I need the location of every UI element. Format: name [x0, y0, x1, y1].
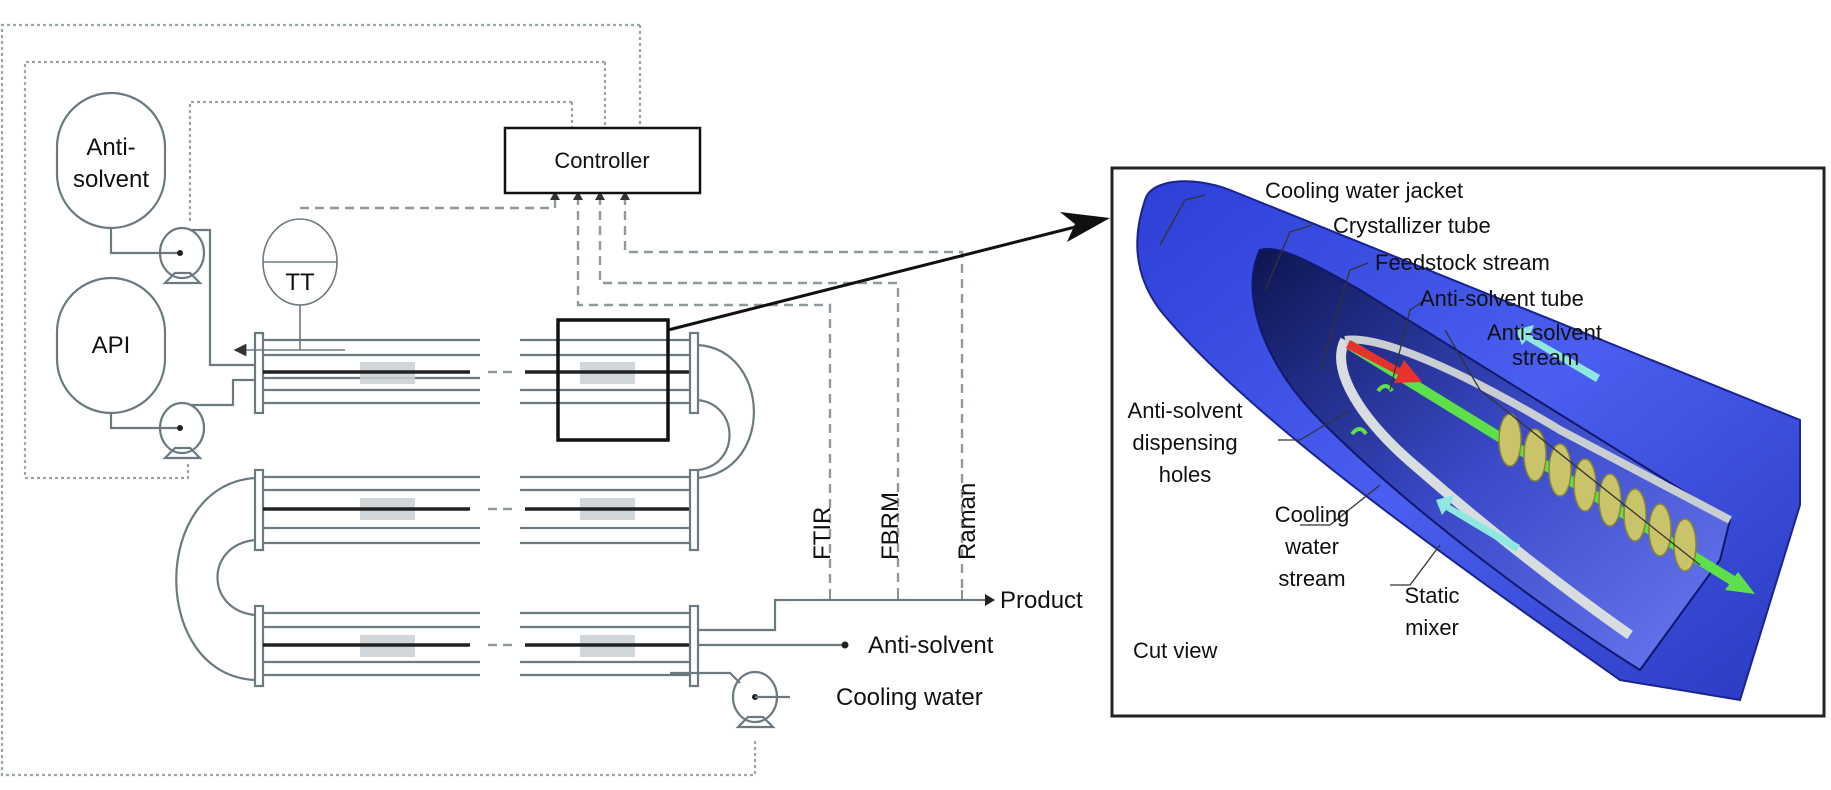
leader-lines — [1159, 194, 1701, 586]
label-cooling-water-stream-2: water — [1284, 534, 1339, 559]
crystallizer-tubes — [175, 331, 755, 688]
controller-input-arrows — [550, 191, 630, 200]
antisolvent-vessel-label-1: Anti- — [86, 134, 135, 161]
outlet-cooling-water: Cooling water — [836, 684, 983, 711]
outlet-lines — [670, 590, 995, 729]
tube-row-2 — [253, 468, 700, 552]
label-dispensing-holes-3: holes — [1159, 462, 1212, 487]
zoom-highlight-box — [556, 318, 670, 442]
analyzer-ftir: FTIR — [809, 507, 836, 560]
label-cooling-water-stream-3: stream — [1278, 566, 1345, 591]
label-static-mixer-1: Static — [1404, 583, 1459, 608]
tube-row-1 — [253, 331, 700, 415]
tube-row-3 — [253, 604, 700, 688]
controller-block: Controller — [503, 126, 702, 195]
analyzer-raman: Raman — [954, 483, 981, 560]
controller-label: Controller — [554, 148, 649, 173]
outlet-product: Product — [1000, 587, 1083, 614]
antisolvent-vessel: Anti- solvent — [55, 91, 167, 230]
api-vessel: API — [55, 276, 167, 415]
zoom-arrow — [667, 212, 1110, 332]
antisolvent-pump — [109, 226, 255, 367]
analyzer-fbrm: FBRM — [877, 492, 904, 560]
antisolvent-vessel-label-2: solvent — [73, 166, 149, 193]
label-antisolvent-stream-1: Anti-solvent — [1487, 320, 1602, 345]
api-vessel-label: API — [92, 332, 131, 359]
outlet-antisolvent: Anti-solvent — [868, 632, 994, 659]
cut-view-title: Cut view — [1133, 638, 1217, 663]
label-crystallizer-tube: Crystallizer tube — [1333, 213, 1491, 238]
label-dispensing-holes-2: dispensing — [1132, 430, 1237, 455]
api-pump — [109, 378, 255, 460]
label-feedstock-stream: Feedstock stream — [1375, 250, 1550, 275]
label-dispensing-holes-1: Anti-solvent — [1128, 398, 1243, 423]
label-static-mixer-2: mixer — [1405, 615, 1459, 640]
tt-label: TT — [285, 269, 315, 296]
label-antisolvent-tube: Anti-solvent tube — [1420, 286, 1584, 311]
cut-view-panel: Cooling water jacket Crystallizer tube F… — [1110, 166, 1826, 718]
temperature-transmitter: TT — [233, 218, 345, 357]
label-antisolvent-stream-2: stream — [1512, 345, 1579, 370]
label-cooling-water-stream-1: Cooling — [1275, 502, 1350, 527]
label-cooling-water-jacket: Cooling water jacket — [1265, 178, 1463, 203]
